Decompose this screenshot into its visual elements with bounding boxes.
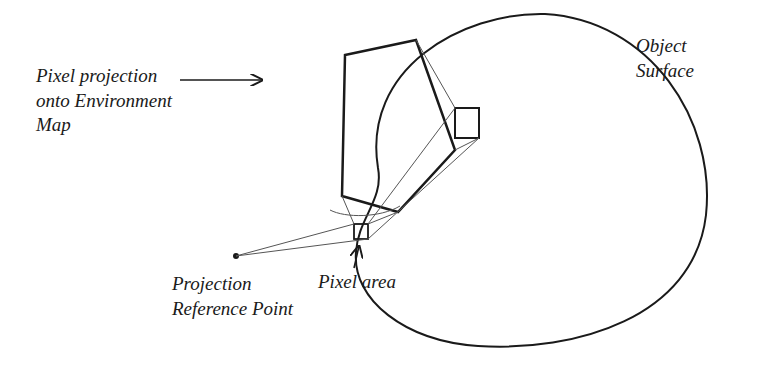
annotation-label: Object Surface: [636, 34, 711, 83]
surface-patch: [455, 108, 479, 138]
projection-rays: [236, 40, 479, 256]
leader-arrow: [354, 246, 359, 268]
environment-map-patch: [342, 40, 455, 212]
annotation-label: Projection Reference Point: [172, 272, 312, 321]
leader-arrow: [180, 79, 262, 81]
annotation-label: Pixel area: [318, 270, 396, 295]
pixel-square: [354, 224, 368, 239]
annotation-label: Pixel projection onto Environment Map: [36, 64, 181, 138]
